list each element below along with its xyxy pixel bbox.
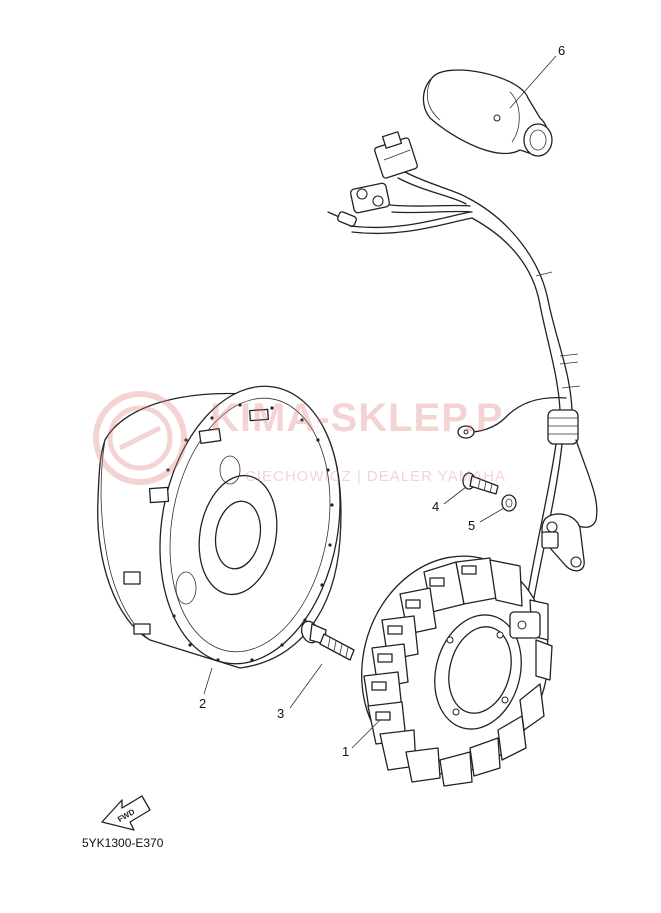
callout-6: 6: [558, 43, 566, 58]
callout-5: 5: [468, 518, 476, 533]
pickup-coil: [541, 513, 585, 572]
connector-pin: [327, 211, 357, 227]
connector-coupler-top: [374, 131, 418, 179]
part-3-bolt: [300, 620, 355, 661]
rotor-rivets: [166, 403, 334, 662]
connector-coupler-middle: [349, 182, 391, 214]
fwd-arrow-icon: [101, 795, 151, 831]
catalog-code: 5YK1300-E370: [82, 836, 164, 850]
leader-lines: [203, 55, 557, 749]
callout-2: 2: [199, 696, 207, 711]
coil-tabs: [371, 565, 477, 721]
part-2-rotor: [97, 385, 342, 669]
part-4-screw: [462, 472, 499, 495]
part-1-stator: [361, 555, 553, 787]
callout-1: 1: [342, 744, 350, 759]
part-6-cap: [422, 69, 553, 157]
callout-4: 4: [432, 499, 440, 514]
callout-3: 3: [277, 706, 285, 721]
part-5-washer: [501, 494, 517, 512]
